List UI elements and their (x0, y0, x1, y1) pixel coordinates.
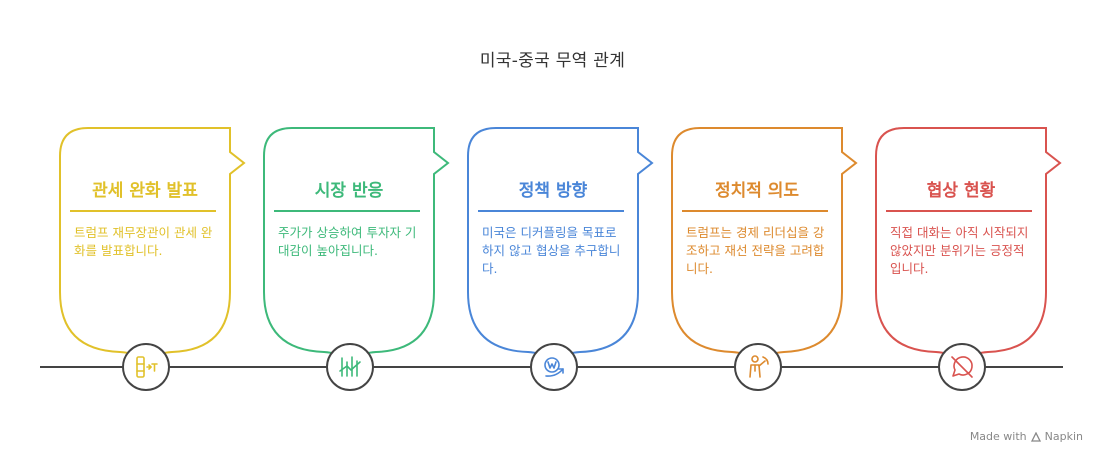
event-title: 시장 반응 (314, 181, 384, 201)
napkin-logo-icon (1030, 431, 1041, 442)
timeline-node (122, 343, 170, 391)
policy-direction-icon (544, 357, 564, 377)
footer-brand: Napkin (1044, 430, 1083, 443)
event-bubble-3 (467, 127, 654, 391)
timeline-node (734, 343, 782, 391)
tariff-icon (136, 356, 158, 378)
footer-label: Made with (969, 430, 1027, 443)
event-bubble-1 (59, 127, 246, 391)
event-description: 주가가 상승하여 투자자 기대감이 높아집니다. (278, 225, 417, 258)
event-bubble-5 (875, 127, 1062, 391)
event-description: 직접 대화는 아직 시작되지 않았지만 분위기는 긍정적입니다. (890, 225, 1029, 276)
timeline-node (326, 343, 374, 391)
event-bubble-2 (263, 127, 450, 391)
event-title: 정책 방향 (518, 181, 588, 201)
event-title: 정치적 의도 (714, 181, 800, 201)
stock-chart-icon (339, 356, 361, 377)
title-divider (682, 210, 828, 212)
no-chat-icon (951, 356, 973, 378)
event-description: 트럼프 재무장관이 관세 완화를 발표합니다. (74, 225, 213, 258)
event-title: 관세 완화 발표 (92, 181, 198, 201)
diagram-title: 미국-중국 무역 관계 (479, 51, 626, 71)
politician-icon (749, 355, 769, 378)
title-divider (274, 210, 420, 212)
event-description: 트럼프는 경제 리더십을 강조하고 재선 전략을 고려합니다. (686, 225, 825, 276)
footer-watermark: Made with Napkin (970, 430, 1083, 443)
title-divider (478, 210, 624, 212)
event-description: 미국은 디커플링을 목표로 하지 않고 협상을 추구합니다. (482, 225, 621, 276)
event-bubble-4 (671, 127, 858, 391)
event-title: 협상 현황 (926, 181, 996, 201)
title-divider (886, 210, 1032, 212)
title-divider (70, 210, 216, 212)
